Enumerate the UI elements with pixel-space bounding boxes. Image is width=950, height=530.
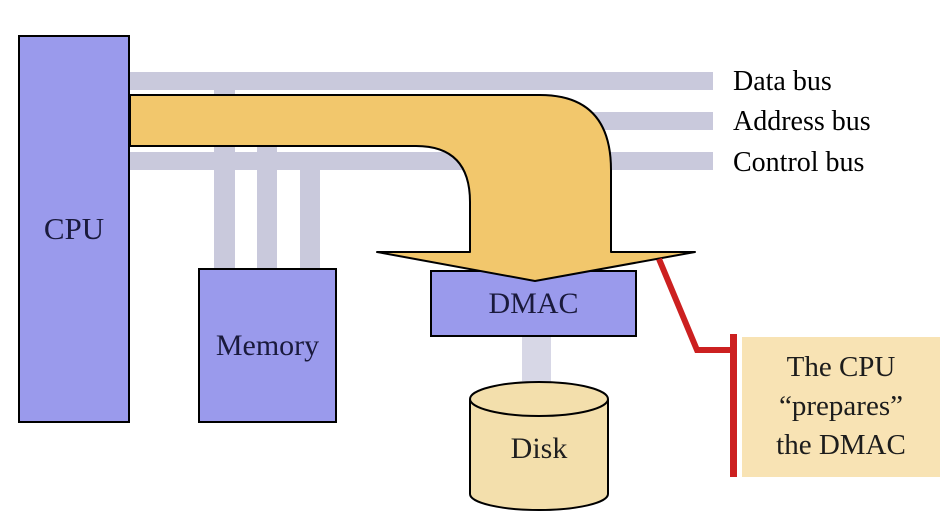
callout-text-line-1: The CPU	[786, 351, 896, 383]
memory-data-bus-stub	[214, 72, 235, 269]
memory-control-bus-stub	[300, 152, 320, 269]
memory-label: Memory	[215, 328, 320, 362]
memory-address-bus-stub	[257, 112, 277, 269]
callout-box: The CPU “prepares” the DMAC	[742, 337, 940, 477]
address-bus-label: Address bus	[733, 106, 871, 137]
memory-box: Memory	[198, 268, 337, 423]
data-bus-bar	[130, 72, 713, 90]
callout-text-line-2: “prepares”	[779, 390, 903, 422]
dmac-disk-connector	[522, 337, 551, 395]
callout-connector-line	[656, 257, 737, 477]
cpu-label: CPU	[43, 211, 105, 246]
data-bus-label: Data bus	[733, 66, 832, 97]
dmac-box: DMAC	[430, 270, 637, 337]
dmac-label: DMAC	[488, 286, 579, 320]
control-bus-label: Control bus	[733, 147, 865, 178]
disk-label: Disk	[510, 432, 568, 465]
cpu-box: CPU	[18, 35, 130, 423]
callout-text-line-3: the DMAC	[776, 429, 906, 461]
